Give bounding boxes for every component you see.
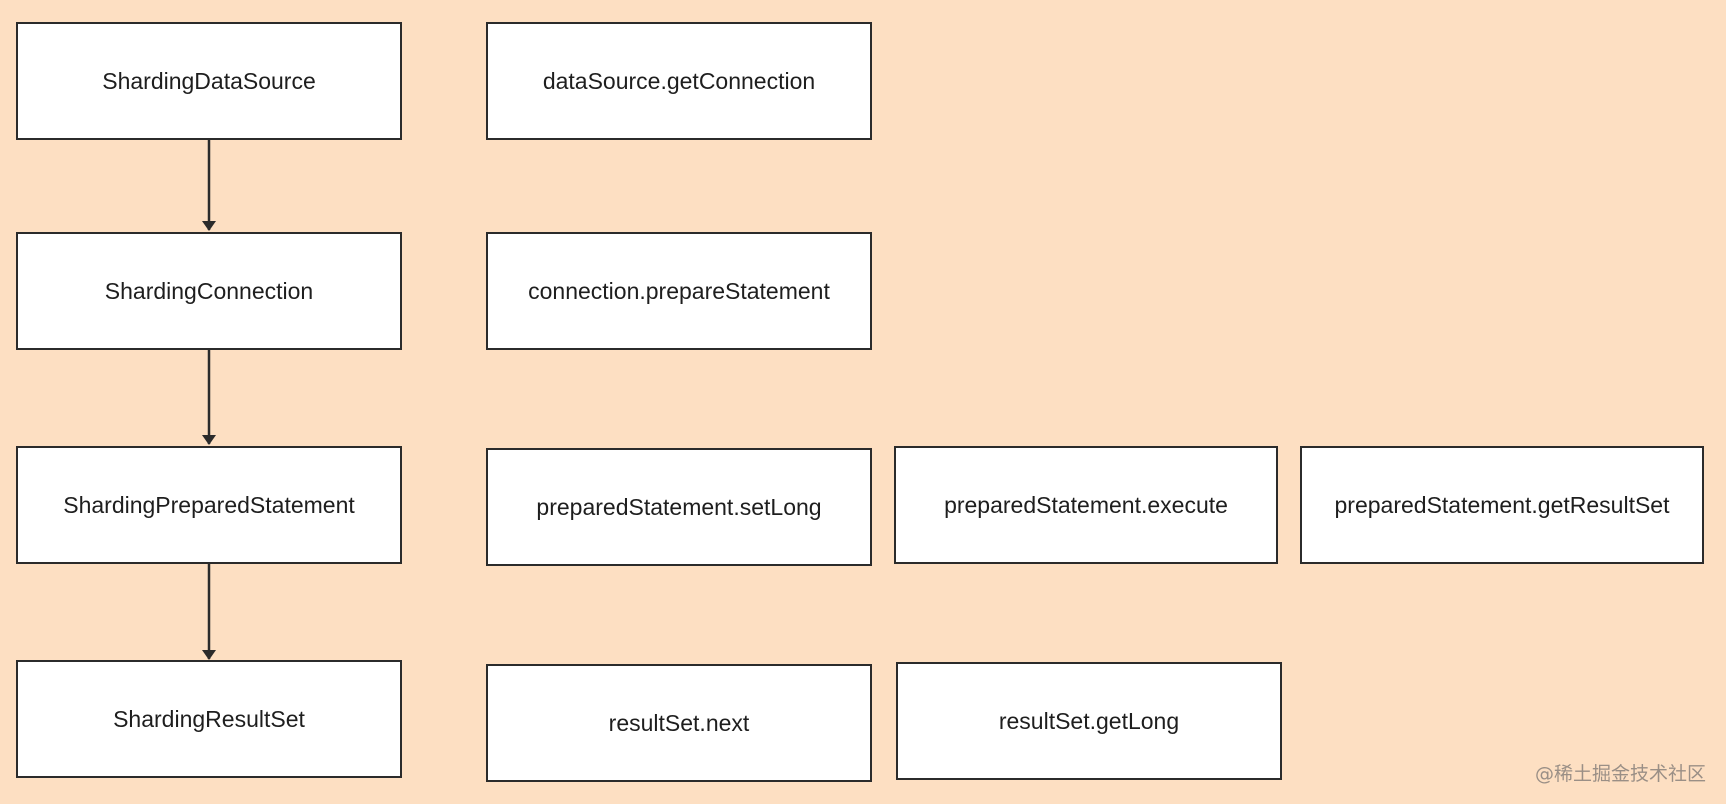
node-label: ShardingResultSet [113, 705, 305, 732]
node-sharding-data-source: ShardingDataSource [16, 22, 402, 140]
node-sharding-result-set: ShardingResultSet [16, 660, 402, 778]
node-result-set-get-long: resultSet.getLong [896, 662, 1282, 780]
node-label: dataSource.getConnection [542, 67, 816, 94]
node-prepared-statement-execute: preparedStatement.execute [894, 446, 1278, 564]
node-label: connection.prepareStatement [528, 277, 830, 304]
node-label: resultSet.getLong [998, 707, 1180, 734]
node-label: preparedStatement.getResultSet [1334, 491, 1670, 518]
node-prepared-statement-get-result-set: preparedStatement.getResultSet [1300, 446, 1704, 564]
node-label: resultSet.next [608, 709, 750, 736]
node-connection-prepare-statement: connection.prepareStatement [486, 232, 872, 350]
node-label: ShardingPreparedStatement [63, 491, 355, 518]
node-label: ShardingConnection [104, 277, 314, 304]
node-prepared-statement-set-long: preparedStatement.setLong [486, 448, 872, 566]
watermark: @稀土掘金技术社区 [1534, 763, 1706, 785]
node-label: ShardingDataSource [102, 67, 316, 94]
node-datasource-get-connection: dataSource.getConnection [486, 22, 872, 140]
node-label: preparedStatement.execute [944, 491, 1228, 518]
node-sharding-prepared-statement: ShardingPreparedStatement [16, 446, 402, 564]
node-label: preparedStatement.setLong [536, 493, 822, 520]
node-sharding-connection: ShardingConnection [16, 232, 402, 350]
node-result-set-next: resultSet.next [486, 664, 872, 782]
